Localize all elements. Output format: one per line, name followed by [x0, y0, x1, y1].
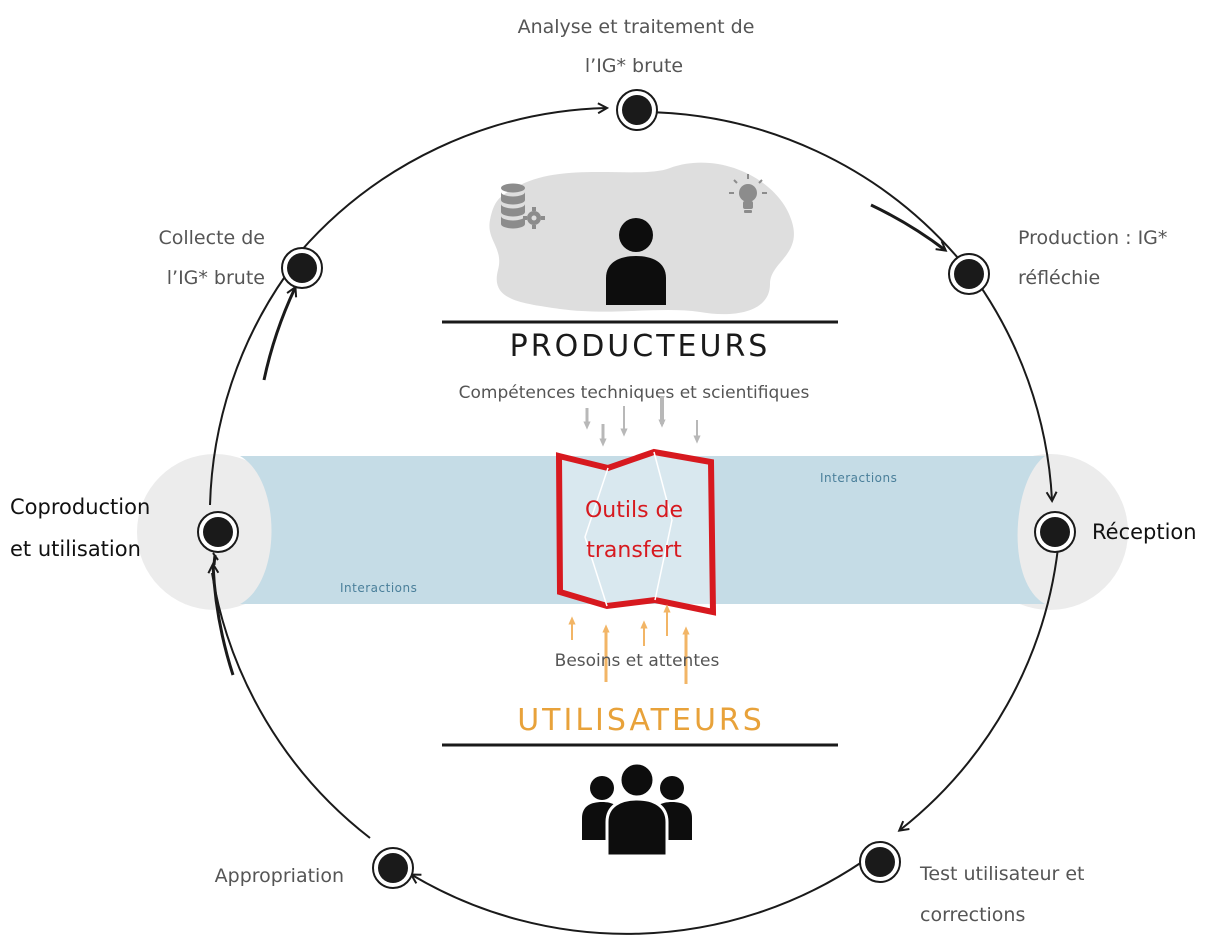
stage-production-label-2: réfléchie	[1018, 267, 1100, 289]
interactions-label-right: Interactions	[820, 471, 897, 485]
stage-test-label-1: Test utilisateur et	[919, 863, 1085, 885]
stage-analyse-label-2: l’IG* brute	[585, 55, 683, 77]
stage-coproduction-label-1: Coproduction	[10, 495, 150, 519]
lightbulb-icon	[729, 174, 767, 213]
node-production	[948, 253, 990, 295]
node-test	[859, 841, 901, 883]
user-arrows	[568, 604, 690, 684]
stage-coproduction-label-2: et utilisation	[10, 537, 141, 561]
stage-collecte-label-2: l’IG* brute	[167, 267, 265, 289]
stage-collecte-label-1: Collecte de	[158, 227, 265, 249]
node-coproduction	[197, 511, 239, 553]
group-icon	[582, 761, 692, 858]
interaction-band	[240, 456, 1045, 604]
producers-skills-label: Compétences techniques et scientifiques	[459, 383, 810, 403]
stage-appropriation-label: Appropriation	[215, 865, 344, 887]
stage-reception-label: Réception	[1092, 520, 1197, 544]
producers-title: PRODUCTEURS	[510, 329, 771, 364]
interactions-label-left: Interactions	[340, 581, 417, 595]
stage-nodes	[197, 89, 1076, 889]
users-title: UTILISATEURS	[517, 703, 765, 738]
node-appropriation	[372, 847, 414, 889]
person-icon	[606, 218, 666, 305]
users-needs-label: Besoins et attentes	[555, 651, 720, 671]
transfer-tools-label-2: transfert	[586, 538, 682, 563]
node-analyse	[616, 89, 658, 131]
node-collecte	[281, 247, 323, 289]
stage-production-label-1: Production : IG*	[1018, 227, 1167, 249]
stage-analyse-label-1: Analyse et traitement de	[518, 16, 755, 38]
database-gear-icon	[501, 183, 545, 229]
producer-arrows	[583, 396, 701, 447]
transfer-tool-map	[555, 448, 717, 616]
cycle-circle	[209, 108, 1059, 935]
stage-test-label-2: corrections	[920, 904, 1025, 926]
transfer-tools-label-1: Outils de	[585, 498, 683, 523]
node-reception	[1034, 511, 1076, 553]
